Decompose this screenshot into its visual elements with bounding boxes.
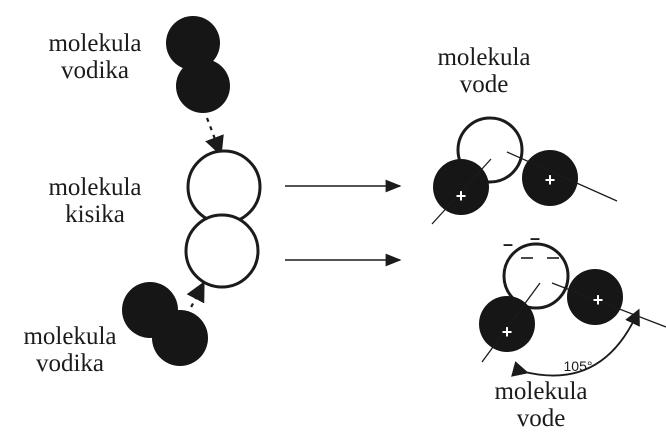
negative-charge: – xyxy=(530,228,540,248)
label-line: vode xyxy=(459,71,509,98)
label-hydrogen-molecule-bottom: molekula vodika xyxy=(0,323,140,377)
dipole-line xyxy=(551,282,666,328)
label-line: vode xyxy=(516,405,566,432)
label-line: molekula xyxy=(48,174,142,201)
bond-arrow-top xyxy=(205,117,224,157)
label-line: molekula xyxy=(494,378,588,405)
bond-angle-label: 105° xyxy=(564,358,593,374)
oxygen-atom xyxy=(502,242,570,310)
bond-arrow-bottom xyxy=(186,281,205,316)
label-oxygen-molecule: molekula kisika xyxy=(30,174,160,228)
hydrogen-atom xyxy=(522,150,578,206)
dipole-line xyxy=(481,282,541,363)
hydrogen-atom xyxy=(176,59,230,113)
bond-angle-arc xyxy=(511,308,640,377)
hydrogen-atom xyxy=(433,159,489,215)
hydrogen-molecule-top xyxy=(166,16,230,113)
label-line: molekula xyxy=(48,30,142,57)
label-line: vodika xyxy=(35,350,105,377)
oxygen-molecule xyxy=(184,149,262,289)
dipole-line xyxy=(431,158,492,225)
negative-charge: – xyxy=(503,234,513,254)
oxygen-atom xyxy=(186,149,262,225)
dipole-line xyxy=(506,151,618,202)
hydrogen-atom xyxy=(152,310,208,366)
label-line: kisika xyxy=(65,201,125,228)
positive-charge: + xyxy=(456,186,467,206)
positive-charge: + xyxy=(545,170,556,190)
label-hydrogen-molecule-top: molekula vodika xyxy=(30,30,160,84)
water-molecule-top xyxy=(431,116,618,225)
hydrogen-atom xyxy=(166,16,220,70)
positive-charge: + xyxy=(502,322,513,342)
label-line: vodika xyxy=(60,57,130,84)
oxygen-atom xyxy=(184,213,260,289)
label-line: molekula xyxy=(23,323,117,350)
water-molecule-bottom xyxy=(479,242,666,363)
hydrogen-molecule-bottom xyxy=(122,282,208,366)
label-water-molecule-bottom: molekula vode xyxy=(476,378,606,432)
label-line: molekula xyxy=(437,44,531,71)
positive-charge: + xyxy=(593,290,604,310)
label-water-molecule-top: molekula vode xyxy=(419,44,549,98)
